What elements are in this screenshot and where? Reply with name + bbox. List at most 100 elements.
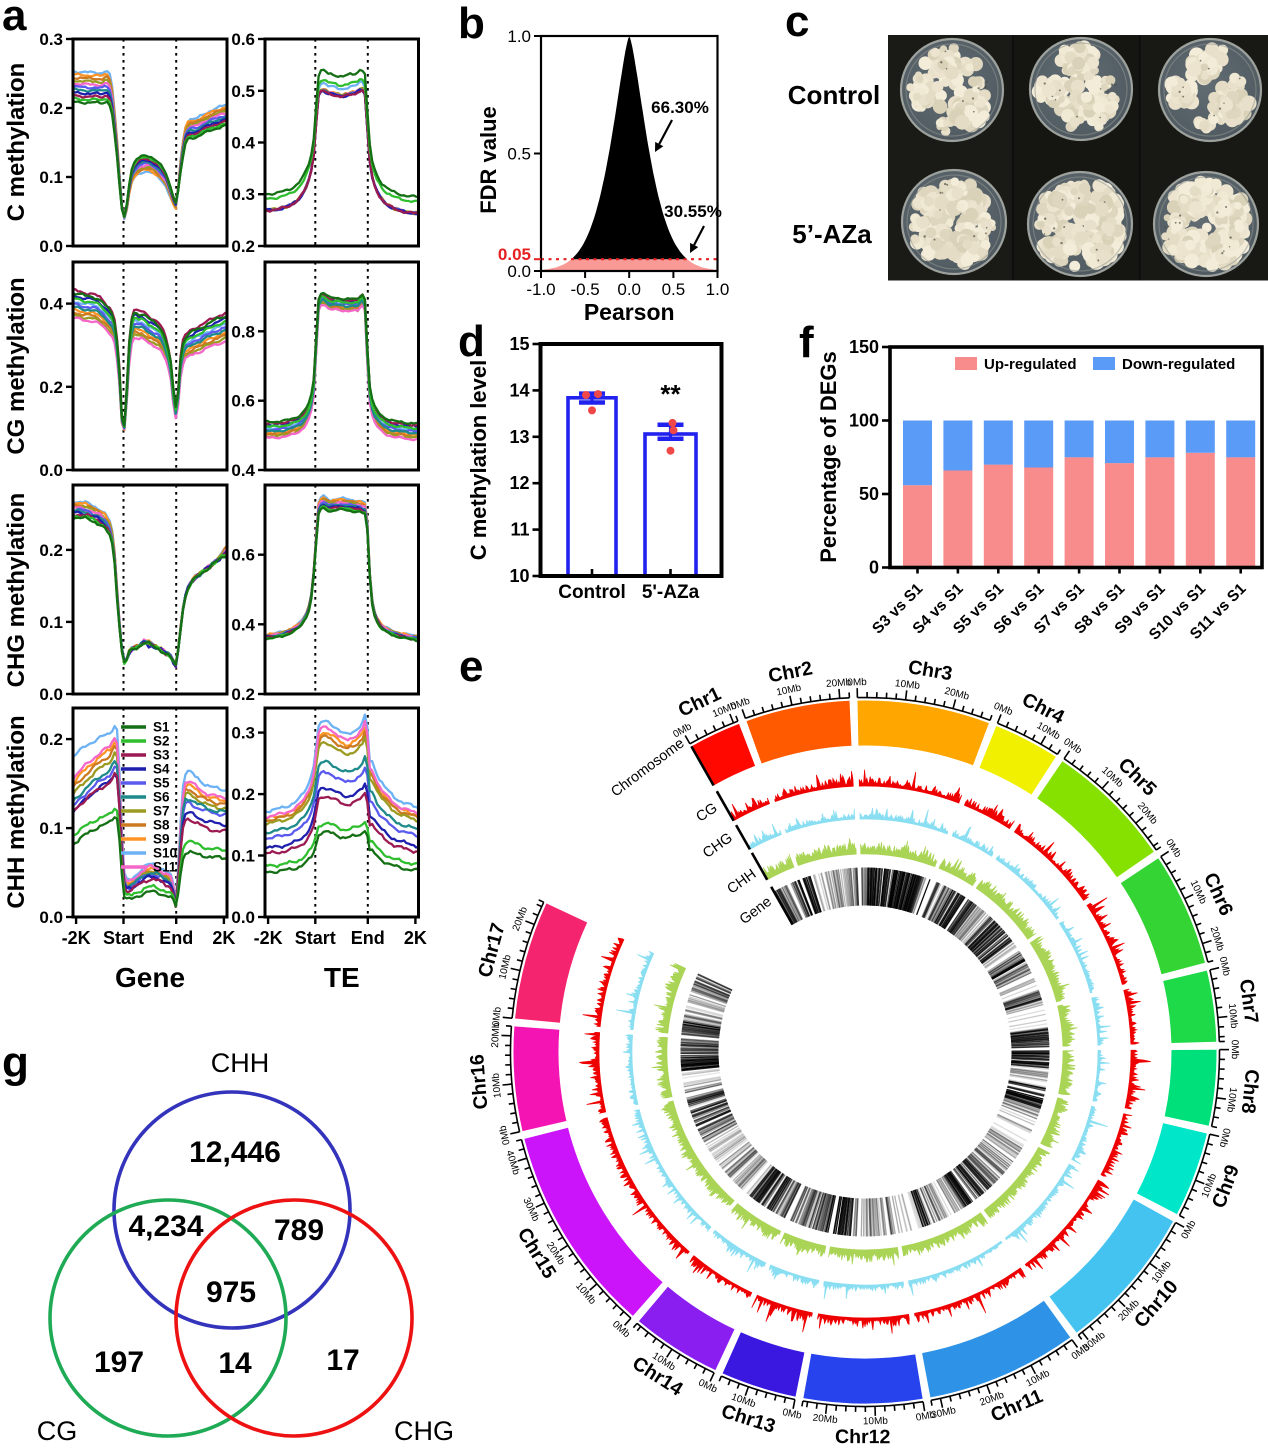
svg-text:0.0: 0.0 bbox=[39, 461, 63, 480]
svg-text:0.4: 0.4 bbox=[39, 295, 63, 314]
svg-text:End: End bbox=[351, 928, 385, 948]
svg-text:0.6: 0.6 bbox=[231, 546, 255, 565]
svg-text:0.2: 0.2 bbox=[39, 99, 63, 118]
svg-text:0.4: 0.4 bbox=[231, 461, 255, 480]
svg-text:13: 13 bbox=[509, 427, 529, 447]
svg-text:0.2: 0.2 bbox=[39, 730, 63, 749]
svg-text:0.5: 0.5 bbox=[662, 280, 686, 299]
svg-text:-2K: -2K bbox=[62, 928, 91, 948]
svg-text:0.0: 0.0 bbox=[39, 685, 63, 704]
svg-text:Up-regulated: Up-regulated bbox=[984, 356, 1077, 373]
svg-text:0Mb: 0Mb bbox=[1229, 1040, 1240, 1060]
svg-text:2K: 2K bbox=[404, 928, 427, 948]
svg-text:Gene: Gene bbox=[115, 962, 185, 993]
svg-text:10Mb: 10Mb bbox=[490, 1072, 503, 1098]
svg-text:150: 150 bbox=[849, 337, 879, 357]
svg-text:CHH: CHH bbox=[211, 1048, 270, 1078]
svg-text:0.2: 0.2 bbox=[231, 237, 255, 256]
svg-text:d: d bbox=[458, 317, 485, 366]
svg-text:g: g bbox=[2, 1038, 29, 1087]
svg-text:CG methylation: CG methylation bbox=[3, 277, 30, 454]
svg-text:e: e bbox=[459, 642, 483, 691]
svg-text:975: 975 bbox=[206, 1276, 256, 1309]
svg-text:0.5: 0.5 bbox=[507, 145, 531, 164]
svg-text:0.1: 0.1 bbox=[231, 847, 255, 866]
svg-text:Control: Control bbox=[788, 80, 880, 110]
svg-text:CHG methylation: CHG methylation bbox=[3, 493, 30, 688]
svg-text:14: 14 bbox=[509, 380, 529, 400]
svg-text:0Mb: 0Mb bbox=[847, 677, 867, 688]
svg-text:66.30%: 66.30% bbox=[651, 98, 709, 117]
svg-text:Chr16: Chr16 bbox=[466, 1053, 492, 1110]
svg-text:0.1: 0.1 bbox=[39, 613, 63, 632]
svg-text:0.0: 0.0 bbox=[507, 262, 531, 281]
svg-text:1.0: 1.0 bbox=[706, 280, 730, 299]
svg-text:-2K: -2K bbox=[254, 928, 283, 948]
svg-text:17: 17 bbox=[326, 1344, 359, 1377]
svg-text:0.1: 0.1 bbox=[39, 168, 63, 187]
svg-text:789: 789 bbox=[274, 1214, 324, 1247]
svg-text:10: 10 bbox=[509, 566, 529, 586]
svg-text:End: End bbox=[159, 928, 193, 948]
svg-text:S7: S7 bbox=[153, 804, 170, 819]
svg-text:FDR value: FDR value bbox=[476, 106, 501, 214]
svg-text:0.6: 0.6 bbox=[231, 30, 255, 49]
svg-text:S10: S10 bbox=[153, 846, 177, 861]
svg-text:c: c bbox=[785, 0, 809, 46]
svg-text:50: 50 bbox=[859, 484, 879, 504]
svg-text:1.0: 1.0 bbox=[507, 27, 531, 46]
svg-text:0.0: 0.0 bbox=[39, 237, 63, 256]
svg-text:Start: Start bbox=[103, 928, 144, 948]
svg-text:0.2: 0.2 bbox=[39, 541, 63, 560]
svg-text:0.6: 0.6 bbox=[231, 392, 255, 411]
svg-text:f: f bbox=[799, 318, 814, 367]
svg-text:Chr8: Chr8 bbox=[1237, 1068, 1263, 1115]
svg-text:15: 15 bbox=[509, 334, 529, 354]
svg-text:a: a bbox=[2, 0, 27, 40]
svg-text:5'-AZa: 5'-AZa bbox=[642, 582, 700, 603]
svg-text:0.1: 0.1 bbox=[39, 819, 63, 838]
svg-text:0.3: 0.3 bbox=[231, 724, 255, 743]
svg-text:S2: S2 bbox=[153, 734, 170, 749]
svg-text:0: 0 bbox=[869, 558, 879, 578]
svg-text:-0.5: -0.5 bbox=[570, 280, 599, 299]
svg-text:0.3: 0.3 bbox=[231, 185, 255, 204]
svg-text:CHG: CHG bbox=[394, 1416, 454, 1446]
svg-text:0.3: 0.3 bbox=[39, 30, 63, 49]
svg-text:S6: S6 bbox=[153, 790, 170, 805]
svg-text:0.2: 0.2 bbox=[231, 785, 255, 804]
svg-text:Pearson: Pearson bbox=[584, 299, 675, 325]
svg-text:11: 11 bbox=[510, 520, 529, 540]
svg-text:0.4: 0.4 bbox=[231, 134, 255, 153]
svg-text:0.0: 0.0 bbox=[39, 908, 63, 927]
svg-text:0.5: 0.5 bbox=[231, 82, 255, 101]
svg-text:0.0: 0.0 bbox=[231, 908, 255, 927]
svg-text:C methylation level: C methylation level bbox=[466, 360, 491, 561]
svg-text:12: 12 bbox=[509, 473, 529, 493]
svg-text:S4: S4 bbox=[153, 762, 170, 777]
svg-text:197: 197 bbox=[94, 1346, 144, 1379]
svg-text:CG: CG bbox=[37, 1416, 78, 1446]
svg-text:4,234: 4,234 bbox=[128, 1210, 203, 1243]
svg-text:TE: TE bbox=[324, 962, 360, 993]
svg-text:0Mb: 0Mb bbox=[491, 1006, 504, 1027]
svg-text:14: 14 bbox=[218, 1347, 252, 1380]
svg-text:5’-AZa: 5’-AZa bbox=[792, 219, 872, 249]
svg-text:12,446: 12,446 bbox=[189, 1136, 281, 1169]
svg-text:S9: S9 bbox=[153, 832, 170, 847]
svg-text:CHH methylation: CHH methylation bbox=[3, 715, 30, 908]
svg-text:Percentage of DEGs: Percentage of DEGs bbox=[816, 351, 841, 563]
svg-text:S5: S5 bbox=[153, 776, 170, 791]
svg-text:b: b bbox=[458, 0, 485, 48]
svg-text:0.2: 0.2 bbox=[231, 685, 255, 704]
svg-text:Start: Start bbox=[295, 928, 336, 948]
svg-text:0.4: 0.4 bbox=[231, 615, 255, 634]
svg-text:2K: 2K bbox=[212, 928, 235, 948]
svg-text:**: ** bbox=[660, 379, 681, 409]
svg-text:S8: S8 bbox=[153, 818, 170, 833]
svg-text:C methylation: C methylation bbox=[3, 63, 30, 222]
svg-text:S11: S11 bbox=[153, 860, 177, 875]
svg-text:0.2: 0.2 bbox=[39, 378, 63, 397]
svg-text:30.55%: 30.55% bbox=[664, 202, 722, 221]
svg-text:-1.0: -1.0 bbox=[526, 280, 555, 299]
